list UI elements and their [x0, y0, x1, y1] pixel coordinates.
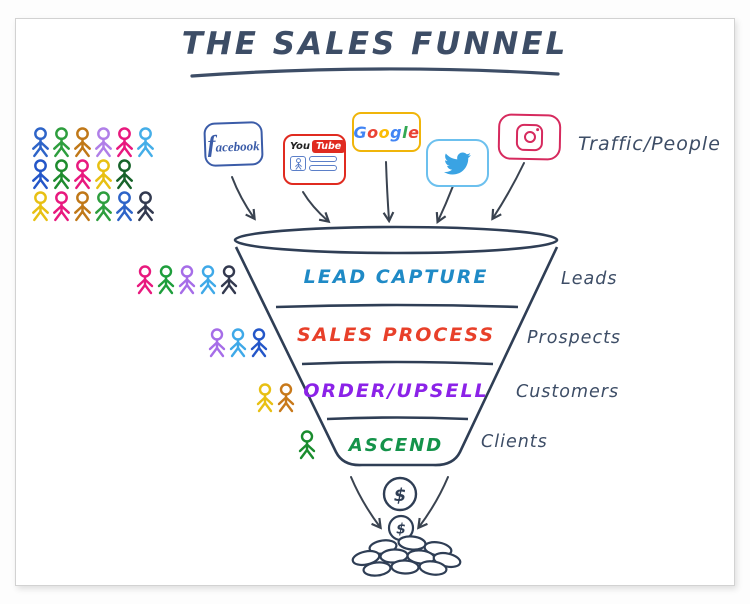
person-figure — [53, 159, 70, 190]
person-figure — [178, 265, 196, 295]
person-figure — [136, 265, 154, 295]
arrow-twitter — [438, 185, 454, 221]
person-figure — [157, 265, 175, 295]
youtube-text-lines — [309, 156, 337, 171]
side-label-prospects: Prospects — [527, 328, 622, 348]
dollar-coins: $ $ — [382, 476, 418, 542]
person-figure — [208, 328, 226, 358]
funnel-stage-label-sales-process: SALES PROCESS — [296, 324, 496, 346]
arrow-facebook — [231, 176, 254, 218]
side-label-leads: Leads — [561, 269, 618, 289]
person-figure — [74, 191, 91, 222]
funnel-stage-label-ascend: ASCEND — [348, 435, 444, 456]
person-figure — [95, 191, 112, 222]
person-figure — [116, 159, 133, 190]
person-figure — [53, 191, 70, 222]
person-figure — [32, 191, 49, 222]
person-figure — [95, 127, 112, 158]
person-figure — [137, 191, 154, 222]
money-arrows — [350, 476, 449, 527]
funnel-body — [234, 246, 559, 467]
arrow-youtube — [302, 191, 328, 221]
person-figure — [53, 127, 70, 158]
google-letter: e — [408, 122, 420, 142]
youtube-logo: You Tube — [290, 140, 346, 153]
youtube-you-label: You — [290, 141, 310, 152]
arrow-money-right — [419, 476, 449, 527]
funnel-divider-2 — [301, 360, 494, 366]
page-title: THE SALES FUNNEL — [181, 26, 569, 62]
person-figure — [137, 127, 154, 158]
google-letter: g — [390, 122, 403, 142]
arrow-instagram — [493, 162, 525, 218]
youtube-video-sketch — [290, 156, 339, 171]
instagram-icon — [497, 113, 562, 161]
facebook-label: facebook — [207, 131, 260, 158]
youtube-tube-label: Tube — [311, 140, 346, 153]
traffic-arrows — [231, 161, 525, 221]
title-underline — [190, 67, 560, 78]
person-figure — [220, 265, 238, 295]
google-letter: o — [367, 122, 379, 142]
person-figure — [95, 159, 112, 190]
side-label-clients: Clients — [481, 432, 548, 452]
traffic-people-label: Traffic/People — [578, 133, 721, 155]
person-figure — [116, 191, 133, 222]
person-figure — [74, 159, 91, 190]
twitter-bird-icon — [444, 152, 471, 174]
facebook-icon: facebook — [203, 120, 264, 168]
youtube-icon: You Tube — [283, 134, 346, 185]
person-figure — [32, 159, 49, 190]
google-letter: l — [402, 122, 409, 142]
google-letter: G — [353, 122, 368, 142]
person-figure — [116, 127, 133, 158]
funnel-shape — [233, 225, 559, 467]
side-label-customers: Customers — [516, 382, 620, 402]
arrow-money-left — [350, 476, 380, 527]
google-icon: Google — [352, 112, 421, 152]
money-pile — [351, 535, 462, 577]
dollar-sign-small: $ — [396, 522, 406, 538]
funnel-divider-3 — [326, 416, 469, 421]
arrow-google — [386, 161, 389, 220]
youtube-thumbnail-person-icon — [290, 156, 306, 171]
twitter-icon — [426, 139, 489, 187]
funnel-divider-1 — [275, 303, 519, 309]
funnel-stage-label-order-upsell: ORDER/UPSELL — [303, 380, 489, 402]
person-figure — [199, 265, 217, 295]
funnel-rim — [233, 225, 559, 255]
traffic-people-crowd — [32, 127, 154, 222]
person-figure — [32, 127, 49, 158]
dollar-coin-large — [382, 476, 418, 512]
dollar-sign-large: $ — [394, 485, 407, 506]
instagram-camera-icon — [515, 123, 544, 151]
person-figure — [74, 127, 91, 158]
funnel-stage-label-lead-capture: LEAD CAPTURE — [303, 266, 489, 288]
google-letter: o — [378, 122, 391, 142]
google-logo: Google — [354, 123, 420, 142]
